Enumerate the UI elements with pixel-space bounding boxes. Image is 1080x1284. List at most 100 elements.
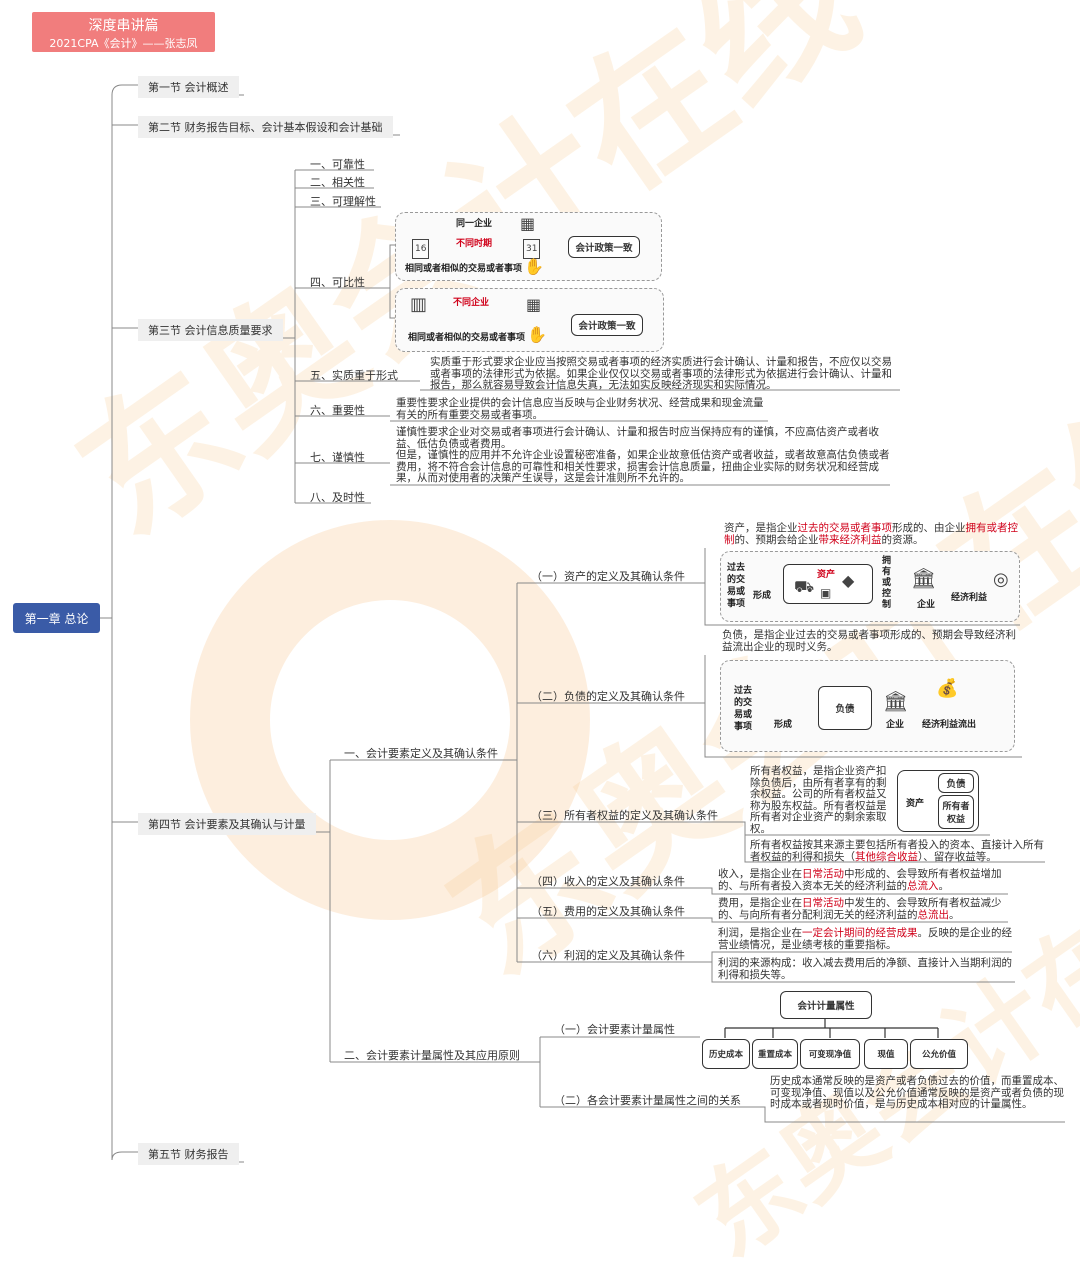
- building-icon: ▦: [520, 214, 536, 233]
- liability-diagram: 过去的交易或事项 形成 负债 🏛 企业 💰 经济利益流出: [720, 660, 1015, 752]
- label-same-company: 同一企业: [456, 219, 493, 229]
- comparability-diagram-diff: ▥ 不同企业 ▦ 相同或者相似的交易或者事项 ✋ 会计政策一致: [395, 288, 664, 352]
- money-bag-icon: 💰: [936, 678, 959, 699]
- text-run-red: 过去的交易或者事项: [797, 522, 893, 534]
- text-run-red: 拥有或者控制: [724, 522, 1018, 546]
- elements-measurement[interactable]: 二、会计要素计量属性及其应用原则: [344, 1049, 520, 1062]
- calendar-icon: 16: [412, 239, 430, 259]
- text-run: 。: [949, 908, 960, 921]
- text-run-red: 带来经济利益: [818, 533, 882, 546]
- liability-definition-item[interactable]: （二）负债的定义及其确认条件: [531, 690, 685, 703]
- calendar-icon: 31: [523, 239, 541, 259]
- text-run: 的资源。: [881, 533, 924, 546]
- equity-definition-text: 所有者权益，是指企业资产扣除负债后，由所有者享有的剩余权益。公司的所有者权益又称…: [750, 765, 887, 835]
- measure-replacement-cost: 重置成本: [752, 1039, 798, 1069]
- measure-top-box: 会计计量属性: [780, 991, 872, 1019]
- section-1[interactable]: 第一节 会计概述: [138, 76, 239, 98]
- text-run-red: 总流出: [917, 908, 950, 921]
- text-run: 费用，是指企业在: [718, 897, 802, 909]
- profit-source-text: 利润的来源构成：收入减去费用后的净额、直接计入当期利润的利得和损失等。: [718, 957, 1012, 981]
- text-run: 。: [938, 879, 950, 892]
- equity-definition-item[interactable]: （三）所有者权益的定义及其确认条件: [531, 809, 718, 822]
- diamond-icon: ◆: [842, 571, 855, 590]
- label-outflow: 经济利益流出: [922, 720, 977, 730]
- text-run-red: 其他综合收益: [855, 850, 918, 863]
- label-diff-company: 不同企业: [453, 298, 490, 308]
- elements-definition[interactable]: 一、会计要素定义及其确认条件: [344, 747, 498, 760]
- prudence-text-2: 但是，谨慎性的应用并不允许企业设置秘密准备，如果企业故意低估资产或者收益，或者故…: [396, 449, 890, 484]
- course-title-main: 深度串讲篇: [88, 18, 159, 34]
- equity-source-text: 所有者权益按其来源主要包括所有者投入的资本、直接计入所有者权益的利得和损失（其他…: [750, 839, 1046, 863]
- quality-timeliness[interactable]: 八、及时性: [310, 491, 365, 504]
- text-run: 所有者权益按其来源主要包括所有者投入的资本、直接计入所有者权益的利得和损失（: [750, 839, 1044, 863]
- text-run: 收入，是指企业在: [718, 868, 802, 880]
- course-title: 深度串讲篇 2021CPA《会计》——张志凤: [32, 12, 215, 52]
- text-run: 的、预期会给企业: [734, 533, 819, 546]
- income-definition-item[interactable]: （四）收入的定义及其确认条件: [531, 875, 685, 888]
- expense-text: 费用，是指企业在日常活动中发生的、会导致所有者权益减少的、与向所有者分配利润无关…: [718, 897, 1010, 921]
- text-run: ）、留存收益等。: [918, 850, 997, 863]
- asset-definition-text: 资产，是指企业过去的交易或者事项形成的、由企业拥有或者控制的、预期会给企业带来经…: [724, 522, 1020, 546]
- text-run: 。反映的是企业的经营业绩情况，是业绩考核的重要指标。: [718, 927, 1012, 951]
- asset-diagram: 过去的交易或事项 形成 资产 ⛟ ◆ ▣ 拥有或控制 🏛 企业 经济利益 ◎: [720, 551, 1020, 622]
- comparability-diagram-same: 同一企业 不同时期 相同或者相似的交易或者事项 16 ▦ 31 ✋ 会计政策一致: [395, 212, 662, 281]
- measure-fair-value: 公允价值: [910, 1039, 968, 1069]
- section-4[interactable]: 第四节 会计要素及其确认与计量: [138, 813, 316, 835]
- label-company: 企业: [917, 600, 936, 610]
- text-run: 利润，是指企业在: [718, 927, 802, 939]
- measurement-relation-item[interactable]: （二）各会计要素计量属性之间的关系: [554, 1094, 741, 1107]
- handshake-icon: ✋: [524, 257, 544, 276]
- label-asset: 资产: [906, 799, 925, 809]
- measurement-attributes-item[interactable]: （一）会计要素计量属性: [554, 1023, 675, 1036]
- section-3[interactable]: 第三节 会计信息质量要求: [138, 319, 283, 341]
- measure-historical-cost: 历史成本: [702, 1039, 750, 1069]
- course-title-sub: 2021CPA《会计》——张志凤: [49, 37, 198, 50]
- prudence-text-1: 谨慎性要求企业对交易或者事项进行会计确认、计量和报告时应当保持应有的谨慎，不应高…: [396, 426, 879, 450]
- measurement-relation-text: 历史成本通常反映的是资产或者负债过去的价值，而重置成本、可变现净值、现值以及公允…: [770, 1075, 1064, 1110]
- label-similar-tx: 相同或者相似的交易或者事项: [405, 264, 523, 274]
- coin-icon: ◎: [993, 569, 1009, 590]
- label-company: 企业: [886, 720, 905, 730]
- bank-icon: 🏛: [883, 689, 909, 713]
- handshake-icon: ✋: [527, 325, 547, 344]
- asset-definition-item[interactable]: （一）资产的定义及其确认条件: [531, 570, 685, 583]
- quality-relevance[interactable]: 二、相关性: [310, 176, 365, 189]
- section-2[interactable]: 第二节 财务报告目标、会计基本假设和会计基础: [138, 116, 393, 138]
- text-run-red: 日常活动: [802, 868, 844, 880]
- profit-definition-item[interactable]: （六）利润的定义及其确认条件: [531, 949, 685, 962]
- measure-present-value: 现值: [864, 1039, 908, 1069]
- quality-comparability[interactable]: 四、可比性: [310, 276, 365, 289]
- measure-net-realizable: 可变现净值: [800, 1039, 860, 1069]
- building-icon: ▦: [526, 295, 542, 314]
- quality-reliability[interactable]: 一、可靠性: [310, 158, 365, 171]
- root-node[interactable]: 第一章 总论: [13, 603, 100, 633]
- quality-substance[interactable]: 五、实质重于形式: [310, 369, 398, 382]
- label-similar-tx-2: 相同或者相似的交易或者事项: [408, 333, 526, 343]
- quality-prudence[interactable]: 七、谨慎性: [310, 451, 365, 464]
- asset-box: 资产 ⛟ ◆ ▣: [783, 564, 873, 604]
- bank-icon: 🏛: [911, 566, 937, 590]
- truck-icon: ⛟: [794, 577, 815, 596]
- quality-understandability[interactable]: 三、可理解性: [310, 195, 376, 208]
- label-past-tx: 过去的交易或事项: [727, 563, 746, 609]
- text-run: 中形成的、会导致所有者权益增加的、与所有者投入资本无关的经济利益的: [718, 868, 1002, 892]
- policy-consistent-box: 会计政策一致: [568, 236, 640, 258]
- shop-icon: ▣: [820, 586, 832, 600]
- label-asset: 资产: [817, 570, 836, 580]
- policy-consistent-box-2: 会计政策一致: [571, 314, 643, 336]
- text-run: 资产，是指企业: [724, 522, 798, 534]
- text-run-red: 一定会计期间的经营成果: [802, 927, 918, 939]
- label-own-control: 拥有或控制: [882, 556, 892, 610]
- section-5[interactable]: 第五节 财务报告: [138, 1143, 239, 1165]
- equity-box: 所有者权益: [938, 795, 974, 829]
- substance-text: 实质重于形式要求企业应当按照交易或者事项的经济实质进行会计确认、计量和报告，不应…: [430, 356, 892, 391]
- equity-diagram: 资产 负债 所有者权益: [897, 770, 979, 832]
- text-run-red: 日常活动: [802, 897, 844, 909]
- liability-definition-text: 负债，是指企业过去的交易或者事项形成的、预期会导致经济利益流出企业的现时义务。: [722, 629, 1016, 653]
- profit-text: 利润，是指企业在一定会计期间的经营成果。反映的是企业的经营业绩情况，是业绩考核的…: [718, 927, 1012, 951]
- quality-materiality[interactable]: 六、重要性: [310, 404, 365, 417]
- expense-definition-item[interactable]: （五）费用的定义及其确认条件: [531, 905, 685, 918]
- text-run: 形成的、由企业: [892, 522, 966, 534]
- liability-box: 负债: [938, 773, 974, 793]
- income-text: 收入，是指企业在日常活动中形成的、会导致所有者权益增加的、与所有者投入资本无关的…: [718, 868, 1010, 892]
